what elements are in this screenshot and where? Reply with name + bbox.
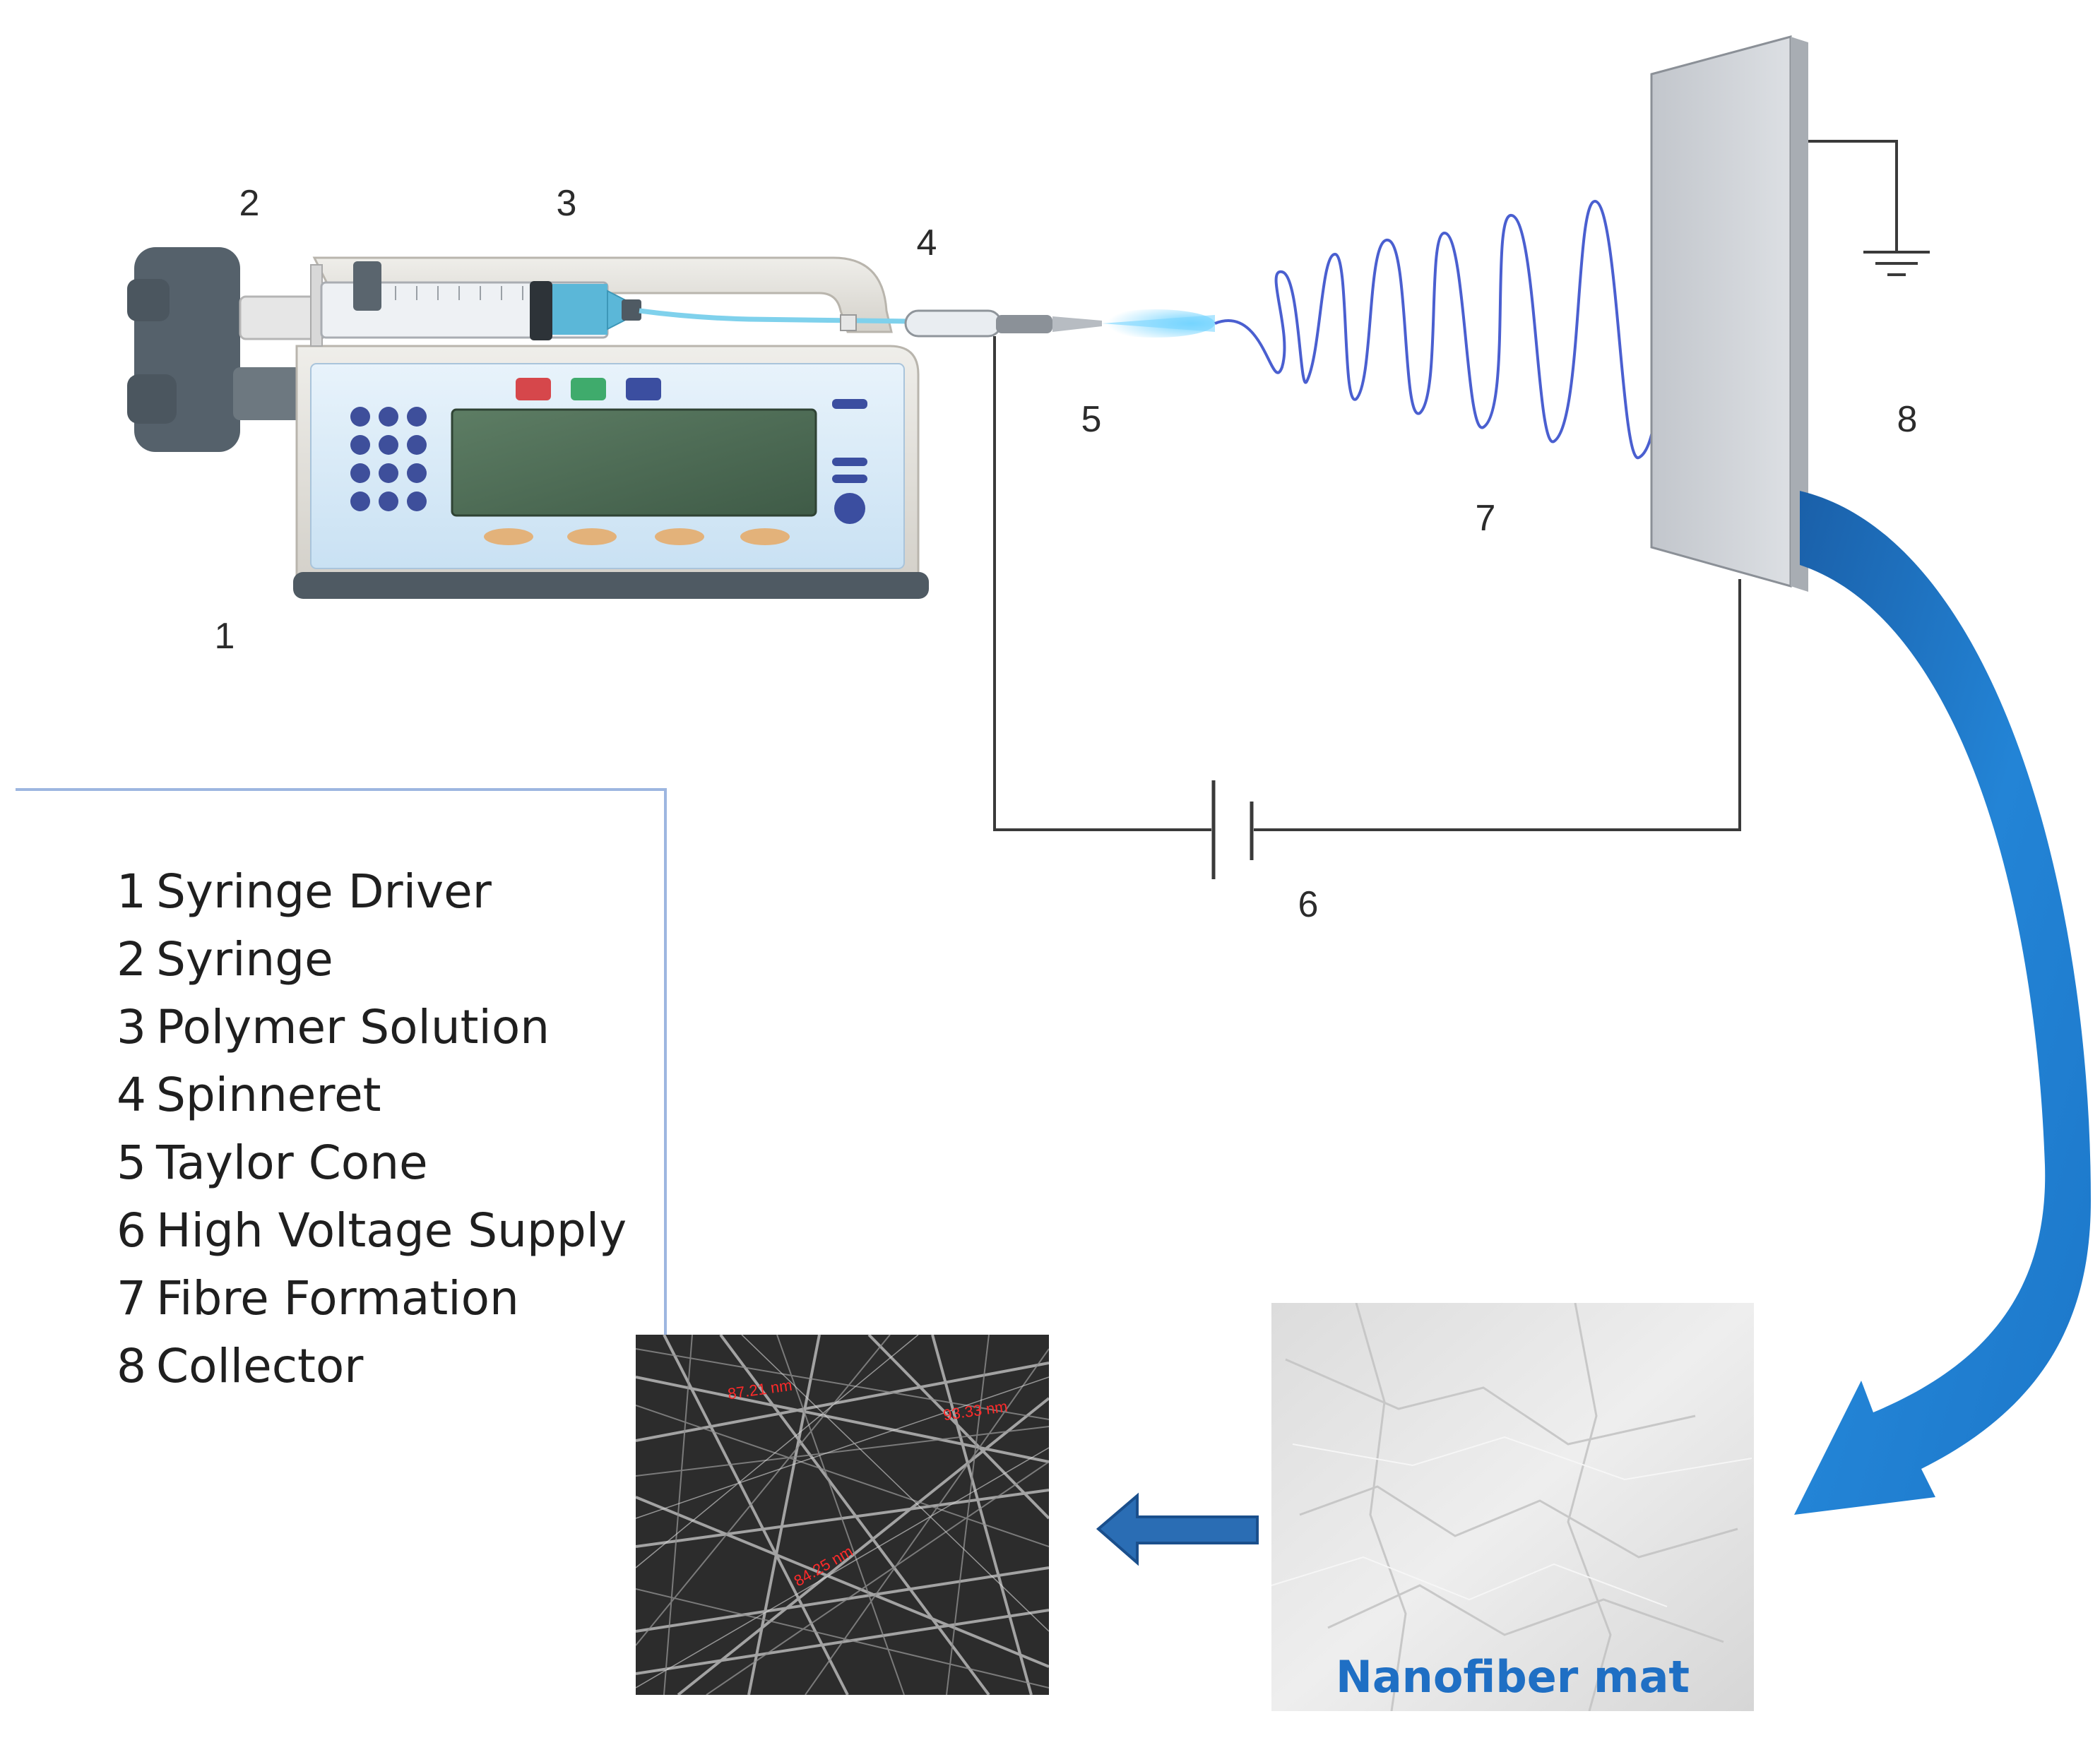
curved-arrow [1794,491,2091,1515]
callout-3: 3 [556,183,577,224]
syringe-pump-icon [127,247,929,599]
battery-icon [1211,780,1254,879]
callout-5: 5 [1081,399,1102,440]
sem-micrograph [636,1335,1049,1695]
ground-icon [1808,140,1930,276]
nanofiber-mat-photo [1271,1303,1754,1711]
callout-4: 4 [916,222,937,263]
keypad-icon [350,407,427,511]
legend-border [16,788,667,1335]
callout-2: 2 [239,183,260,224]
high-voltage-circuit [993,336,1741,831]
callout-7: 7 [1475,498,1496,539]
needle-icon [904,309,1102,338]
arrow-left-icon [1096,1492,1259,1566]
syringe-icon [239,261,912,347]
mat-label: Nanofiber mat [1335,1651,1690,1703]
callout-6: 6 [1298,884,1319,925]
callout-8: 8 [1897,399,1918,440]
collector-plate [1650,35,1808,592]
callout-1: 1 [214,616,235,657]
pump-display [451,408,817,517]
